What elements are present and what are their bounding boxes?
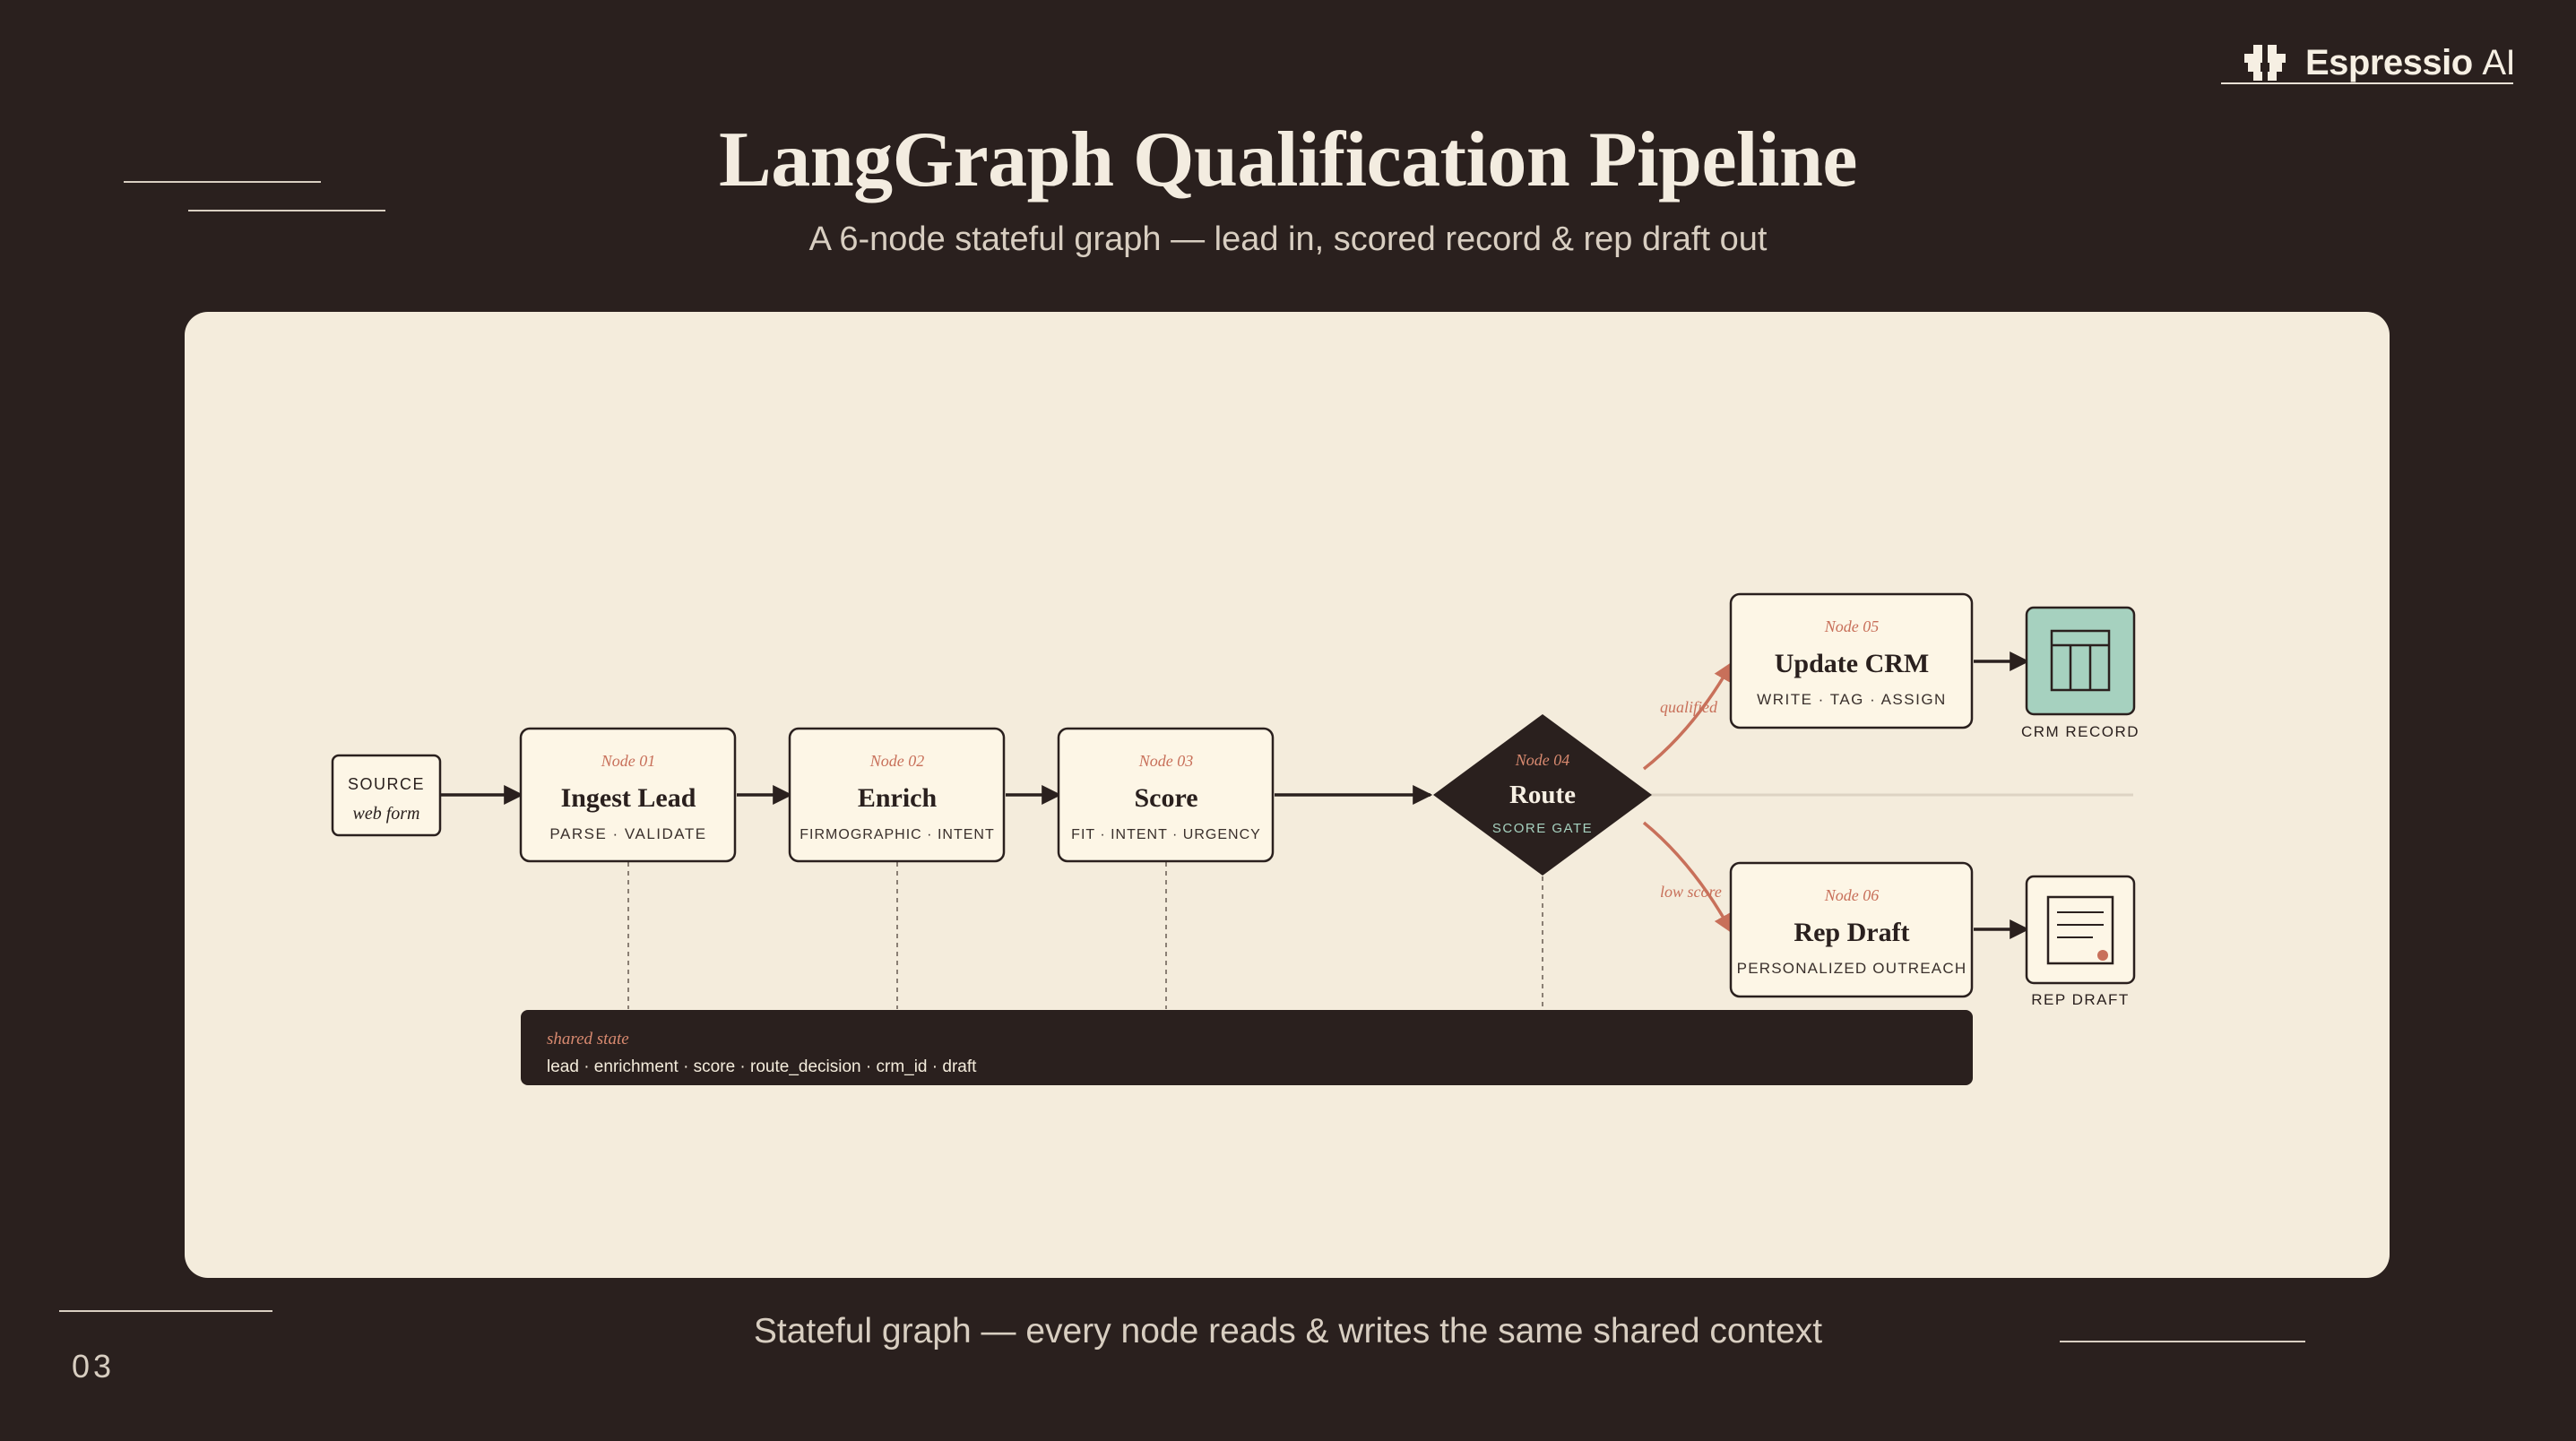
document-icon	[2046, 895, 2114, 965]
shared-state-bar: shared state lead · enrichment · score ·…	[521, 1010, 1973, 1085]
shared-state-fields: lead · enrichment · score · route_decisi…	[547, 1057, 977, 1076]
brand-logo: Espressio AI	[2221, 39, 2516, 84]
node-detail: FIT · INTENT · URGENCY	[1071, 827, 1261, 842]
source-node: SOURCE web form	[331, 754, 442, 837]
node-name: Enrich	[858, 783, 938, 813]
node-update-crm: Node 05 Update CRM WRITE · TAG · ASSIGN	[1729, 592, 1974, 729]
node-number: Node 06	[1824, 886, 1880, 904]
edge-route-qualified	[1642, 661, 1733, 771]
node-detail: PARSE · VALIDATE	[549, 825, 706, 842]
node-name: Ingest Lead	[561, 783, 696, 813]
diagram-panel: qualified low score SOURCE web form Node…	[185, 312, 2390, 1278]
node-detail: PERSONALIZED OUTREACH	[1737, 960, 1967, 977]
node-enrich: Node 02 Enrich FIRMOGRAPHIC · INTENT	[788, 727, 1006, 863]
node-number: Node 05	[1824, 617, 1880, 635]
node-detail: WRITE · TAG · ASSIGN	[1757, 691, 1947, 708]
node-number: Node 04	[1515, 751, 1570, 769]
brand-name: Espressio AI	[2305, 43, 2516, 82]
decorative-line	[2060, 1341, 2305, 1342]
node-score: Node 03 Score FIT · INTENT · URGENCY	[1057, 727, 1275, 863]
node-name: Update CRM	[1775, 649, 1930, 678]
source-label: SOURCE	[348, 775, 425, 793]
branch-label-low-score: low score	[1660, 883, 1722, 901]
output-label: REP DRAFT	[2031, 991, 2130, 1008]
node-detail: FIRMOGRAPHIC · INTENT	[800, 827, 994, 842]
node-rep-draft: Node 06 Rep Draft PERSONALIZED OUTREACH	[1729, 861, 1974, 998]
node-number: Node 02	[869, 752, 925, 770]
output-crm-record: CRM RECORD	[2021, 606, 2139, 740]
node-name: Rep Draft	[1794, 918, 1909, 947]
node-route: Node 04 Route SCORE GATE	[1433, 714, 1652, 876]
brand-mark-icon	[2244, 45, 2286, 81]
brand-underline	[2221, 82, 2513, 84]
node-name: Score	[1134, 783, 1197, 813]
shared-state-label: shared state	[547, 1030, 629, 1048]
footer-caption: Stateful graph — every node reads & writ…	[753, 1312, 1823, 1350]
page-number: 03	[72, 1348, 116, 1385]
node-number: Node 01	[601, 752, 656, 770]
node-name: Route	[1509, 781, 1576, 809]
decorative-line	[124, 181, 321, 183]
node-ingest-lead: Node 01 Ingest Lead PARSE · VALIDATE	[519, 727, 737, 863]
page-title: LangGraph Qualification Pipeline	[719, 116, 1857, 203]
state-connectors	[627, 862, 1543, 1009]
node-detail: SCORE GATE	[1492, 821, 1593, 836]
page-subtitle: A 6-node stateful graph — lead in, score…	[808, 220, 1768, 258]
output-label: CRM RECORD	[2021, 723, 2139, 740]
output-rep-draft: REP DRAFT	[2025, 875, 2136, 1008]
node-number: Node 03	[1138, 752, 1194, 770]
edge-route-low-score	[1642, 821, 1733, 934]
pipeline-diagram: qualified low score SOURCE web form Node…	[331, 592, 2139, 1085]
source-value: web form	[353, 804, 420, 824]
decorative-line	[188, 210, 385, 211]
decorative-line	[59, 1310, 272, 1312]
table-icon	[2050, 629, 2111, 692]
branch-label-qualified: qualified	[1660, 698, 1718, 716]
